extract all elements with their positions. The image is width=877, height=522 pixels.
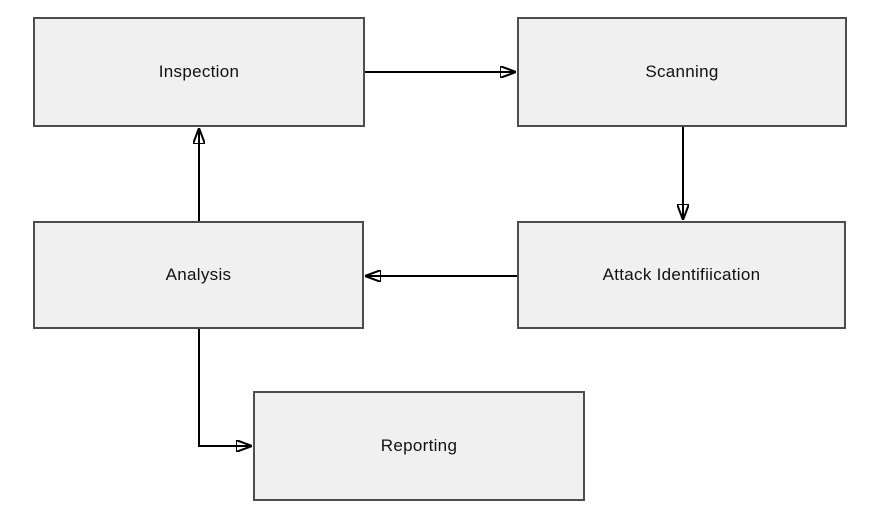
node-scanning-label: Scanning [645,62,719,81]
node-reporting: Reporting [253,391,585,501]
node-attack-identification-label: Attack Identifiication [602,265,761,284]
node-analysis: Analysis [33,221,364,329]
node-scanning: Scanning [517,17,847,127]
node-reporting-label: Reporting [380,436,458,455]
node-inspection-label: Inspection [158,62,240,81]
node-attack-identification: Attack Identifiication [517,221,846,329]
node-analysis-label: Analysis [165,265,232,284]
node-inspection: Inspection [33,17,365,127]
edge-analysis-to-reporting [198,329,250,446]
